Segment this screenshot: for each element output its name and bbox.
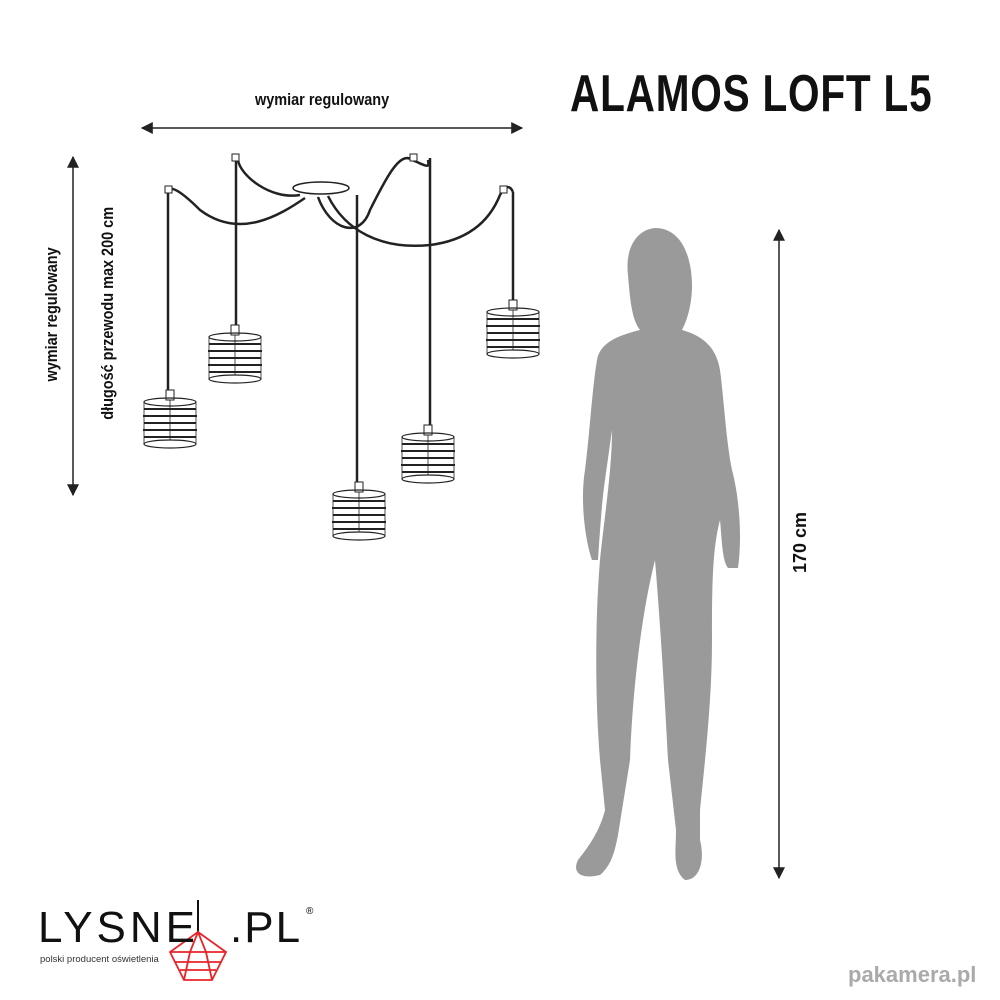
brand-suffix: .PL — [230, 903, 303, 952]
cable-length-label: długość przewodu max 200 cm — [98, 206, 117, 420]
watermark: pakamera.pl — [848, 962, 977, 987]
width-label: wymiar regulowany — [255, 90, 390, 109]
lamp-shade — [331, 481, 387, 541]
pendant-lamp — [164, 153, 515, 487]
lamp-shade — [485, 299, 541, 359]
product-title: ALAMOS LOFT L5 — [570, 65, 933, 123]
lamp-shade — [207, 324, 263, 384]
height-adjustable-label: wymiar regulowany — [42, 247, 61, 382]
registered-mark: ® — [306, 906, 314, 917]
lysne-logo-lamp — [168, 900, 228, 981]
lamp-shade — [400, 424, 456, 484]
woman-silhouette — [576, 228, 740, 880]
brand-name: LYSNE — [38, 903, 200, 952]
person-height-label: 170 cm — [790, 511, 810, 573]
brand-tagline: polski producent oświetlenia — [40, 954, 159, 965]
lamp-shade — [142, 389, 198, 449]
